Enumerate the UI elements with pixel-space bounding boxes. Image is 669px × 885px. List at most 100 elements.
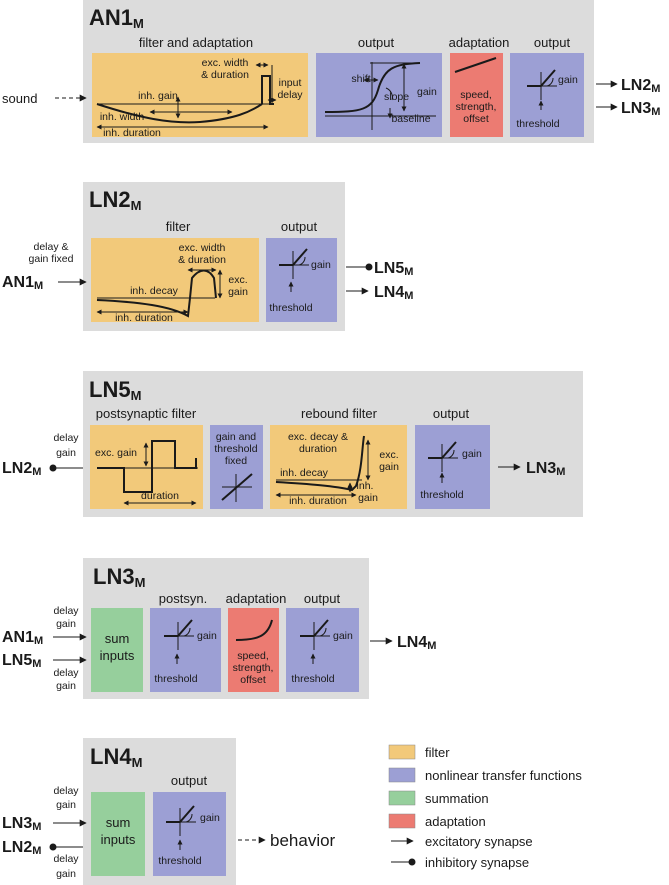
ln5-input-label: LN2M <box>2 460 41 478</box>
ln5-module: LN5M postsynaptic filter rebound filter … <box>2 371 583 517</box>
ln2-input-note-2: gain fixed <box>29 253 74 265</box>
ln4-input-note-4: gain <box>56 868 76 880</box>
ln3-sum-box <box>91 608 143 692</box>
ln5-duration-label: duration <box>141 490 179 502</box>
ln4-title: LN4M <box>90 744 142 770</box>
ln3-postsyn-box <box>150 608 221 692</box>
ln3-section-post-label: postsyn. <box>159 591 207 606</box>
ln5-output-label: LN3M <box>526 460 565 478</box>
ln5-exc-gain2-label-1: exc. <box>379 449 398 461</box>
ln2-exc-width-label-1: exc. width <box>179 242 226 254</box>
ln5-threshold-label: threshold <box>420 489 463 501</box>
an1-filter-box <box>92 53 308 137</box>
an1-output-label-a: LN2M <box>621 77 660 95</box>
an1-inh-gain-label: inh. gain <box>138 90 178 102</box>
legend-summation-swatch <box>388 790 416 806</box>
ln2-input-label: AN1M <box>2 274 43 292</box>
ln4-input-note-1: delay <box>53 785 79 797</box>
ln5-output-box <box>415 425 490 509</box>
legend-inhibitory-dot <box>408 858 416 866</box>
ln3-input-note-3: delay <box>53 667 79 679</box>
an1-exc-width-label-2: & duration <box>201 69 249 81</box>
ln5-rebound-kernel <box>275 435 371 498</box>
ln3-out-gain-label: gain <box>333 630 353 642</box>
ln5-fixed-label-1: gain and <box>216 431 256 443</box>
an1-baseline-label: baseline <box>391 113 430 125</box>
ln5-inh-gain-label-1: inh. <box>357 480 374 492</box>
ln5-linear-icon <box>221 473 253 502</box>
ln3-input-label-b: LN5M <box>2 652 41 670</box>
ln4-input-note-3: delay <box>53 853 79 865</box>
an1-section-output2-label: output <box>534 35 571 50</box>
an1-module: AN1M filter and adaptation output adapta… <box>2 0 660 143</box>
an1-slope-label: slope <box>384 91 409 103</box>
ln3-output-box <box>286 608 359 692</box>
ln5-fixed-label-3: fixed <box>225 455 247 467</box>
an1-title: AN1M <box>89 5 144 31</box>
ln4-output-box <box>153 792 226 876</box>
an1-gain-label: gain <box>417 86 437 98</box>
an1-out-gain-label: gain <box>558 74 578 86</box>
ln4-sum-label-2: inputs <box>101 832 136 847</box>
ln3-output-label: LN4M <box>397 634 436 652</box>
an1-section-adaptation-label: adaptation <box>449 35 510 50</box>
an1-adaptation-label-1: speed, <box>460 89 492 101</box>
ln2-filter-box <box>91 238 259 322</box>
an1-output2-box <box>510 53 584 137</box>
an1-input-label: sound <box>2 91 37 106</box>
ln4-sum-label-1: sum <box>106 815 131 830</box>
ln5-postsynaptic-kernel <box>97 440 198 506</box>
ln5-title: LN5M <box>89 377 141 403</box>
ln4-module: LN4M output sum inputs gain threshold de… <box>2 738 336 885</box>
legend-adaptation-swatch <box>388 813 416 829</box>
an1-input-delay-label-1: input <box>279 77 302 89</box>
an1-sigmoid <box>324 62 436 130</box>
ln3-adaptation-label-1: speed, <box>237 650 269 662</box>
an1-shift-label: shift <box>351 73 370 85</box>
ln5-exc-gain2-label-2: gain <box>379 461 399 473</box>
ln2-exc-gain-label-1: exc. <box>228 274 247 286</box>
ln2-section-output-label: output <box>281 219 318 234</box>
ln2-inh-duration-label: inh. duration <box>115 312 173 324</box>
an1-filter-kernel <box>96 62 277 130</box>
legend-inhibitory-label: inhibitory synapse <box>425 855 529 870</box>
ln3-section-output-label: output <box>304 591 341 606</box>
an1-adaptation-label-2: strength, <box>456 101 497 113</box>
ln4-input-label-b: LN2M <box>2 839 41 857</box>
ln2-title: LN2M <box>89 187 141 213</box>
ln5-section-post-label: postsynaptic filter <box>96 406 197 421</box>
ln3-input-note-1: delay <box>53 605 79 617</box>
an1-output-box <box>316 53 442 137</box>
an1-section-output-label: output <box>358 35 395 50</box>
ln2-output-label-a: LN5M <box>374 260 413 278</box>
ln4-threshold-label: threshold <box>158 855 201 867</box>
ln5-input-note-2: gain <box>56 447 76 459</box>
legend-filter-swatch <box>388 744 416 760</box>
ln2-threshold-label: threshold <box>269 302 312 314</box>
ln2-output-box <box>266 238 337 322</box>
ln3-title: LN3M <box>93 564 145 590</box>
ln2-input-note-1: delay & <box>33 241 68 253</box>
legend-nonlinear-swatch <box>388 767 416 783</box>
legend-nonlinear-label: nonlinear transfer functions <box>425 768 582 783</box>
ln2-exc-gain-label-2: gain <box>228 286 248 298</box>
ln5-fixed-label-2: threshold <box>214 443 257 455</box>
ln5-exc-decay-label-2: duration <box>299 443 337 455</box>
ln3-threshold-label: threshold <box>291 673 334 685</box>
ln2-section-filter-label: filter <box>166 219 191 234</box>
an1-inh-width-label: inh. width <box>100 111 145 123</box>
ln2-inh-decay-label: inh. decay <box>130 285 179 297</box>
ln3-input-note-4: gain <box>56 680 76 692</box>
ln5-out-gain-label: gain <box>462 448 482 460</box>
ln4-out-gain-label: gain <box>200 812 220 824</box>
ln3-module: LN3M postsyn. adaptation output sum inpu… <box>2 558 436 699</box>
ln2-filter-kernel <box>96 267 223 318</box>
ln3-adaptation-label-2: strength, <box>233 662 274 674</box>
ln3-adaptation-curve <box>235 619 273 641</box>
ln2-module: LN2M filter output exc. width & duration… <box>2 182 413 331</box>
ln3-input-note-2: gain <box>56 618 76 630</box>
ln5-inh-duration-label: inh. duration <box>289 495 347 507</box>
ln3-post-threshold-label: threshold <box>154 673 197 685</box>
an1-output-label-b: LN3M <box>621 100 660 118</box>
